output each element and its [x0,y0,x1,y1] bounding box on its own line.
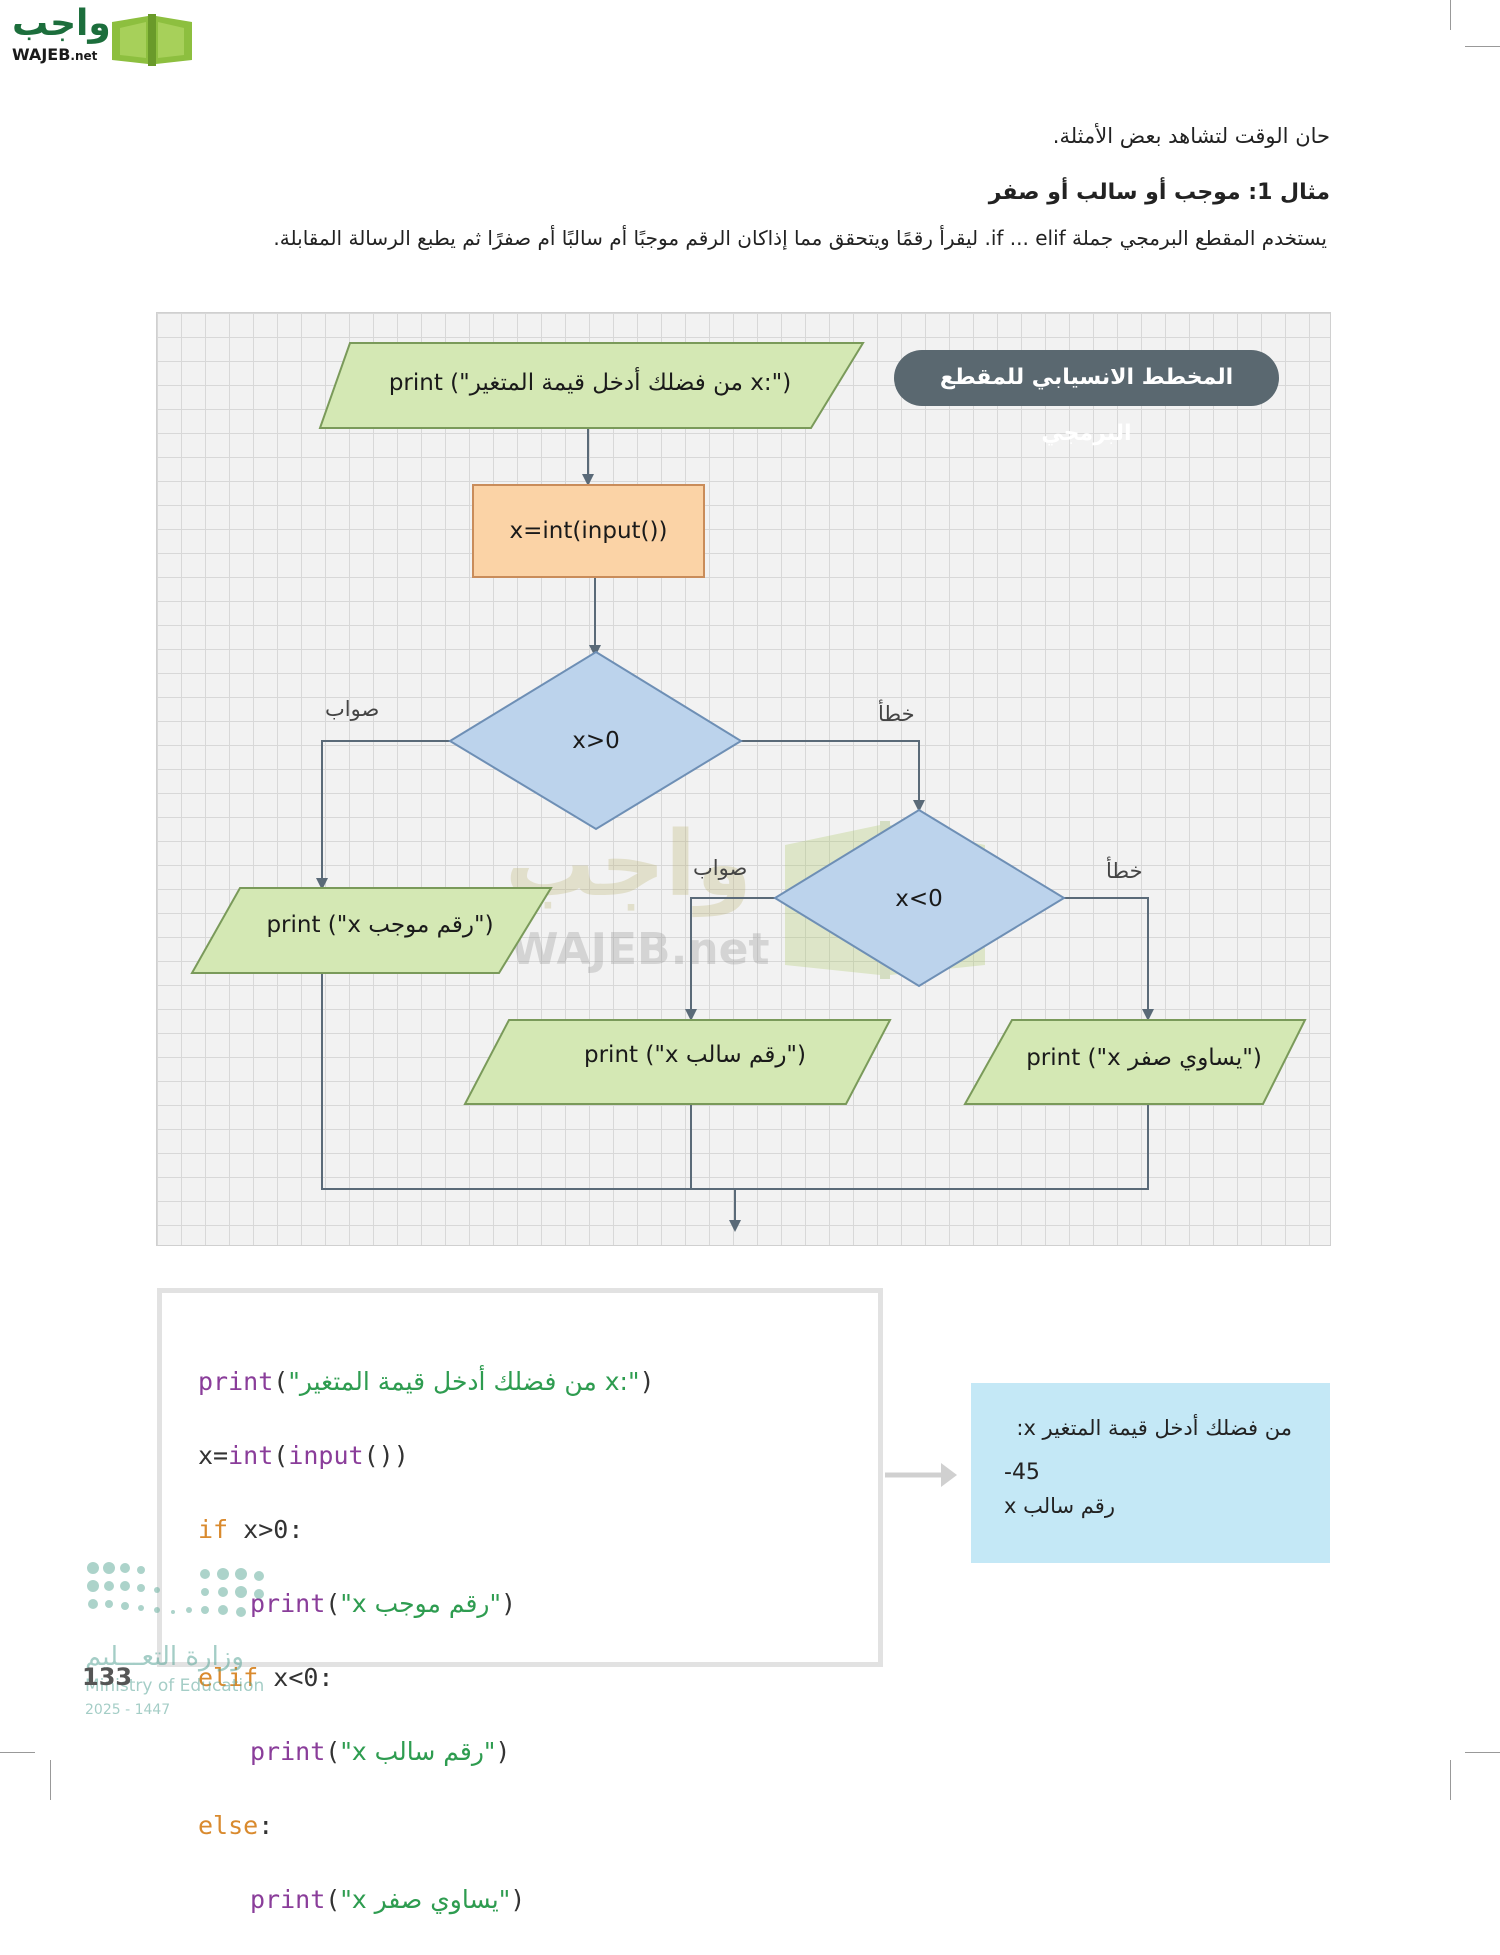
code-token: ( [325,1589,341,1618]
cond2-diamond [773,808,1066,988]
code-token: "x يساوي صفر" [340,1885,511,1914]
code-line-2: x=int(input()) [198,1437,655,1474]
ministry-arabic: وزارة التعـــليم [85,1642,244,1672]
wajeb-logo[interactable]: واجب WAJEB.net [8,4,193,70]
logo-latin-main: WAJEB [12,45,71,64]
code-token: ( [325,1885,341,1914]
code-token: print [250,1885,326,1914]
ministry-dots-icon [87,1562,264,1617]
example-title: مثال 1: موجب أو سالب أو صفر [988,180,1330,205]
output-line-1: من فضلك أدخل قيمة المتغير x: [1016,1416,1292,1440]
code-token: ( [325,1737,341,1766]
crop-mark [50,1760,51,1800]
arrow-cond2-true [685,897,775,1021]
prompt-text: print ("من فضلك أدخل قيمة المتغير x:") [388,370,792,396]
input-process-box [472,484,705,578]
logo-arabic: واجب [12,3,111,44]
code-token: "x رقم موجب" [340,1589,501,1618]
ministry-logo: وزارة التعـــليم Ministry of Education 2… [85,1560,275,1720]
arrow-cond2-false [1064,897,1154,1021]
code-token: ) [501,1589,517,1618]
book-icon [112,14,192,66]
logo-latin-suffix: .net [70,49,98,63]
cond2-text: x<0 [895,886,943,912]
zero-parallelogram [963,1019,1307,1105]
code-token: ( [273,1441,289,1470]
arrow-cond1-false [741,740,925,812]
false-label-1: خطأ [878,702,915,726]
ministry-english: Ministry of Education [85,1676,265,1696]
code-token: : [258,1811,274,1840]
cond1-diamond [448,650,743,831]
code-token: print [250,1737,326,1766]
output-line-2: -45 [1004,1460,1040,1485]
code-token: ( [273,1367,289,1396]
code-token: ) [510,1885,526,1914]
code-token: input [288,1441,364,1470]
code-line-1: print("من فضلك أدخل قيمة المتغير x:") [198,1363,655,1400]
positive-parallelogram [190,887,553,974]
code-token: "x رقم سالب" [340,1737,496,1766]
crop-mark [1450,1760,1451,1800]
connectors [316,428,1154,1232]
flowchart-badge: المخطط الانسيابي للمقطع البرمجي [894,350,1279,446]
code-token: int [228,1441,274,1470]
code-token: x= [198,1441,229,1470]
code-line-6: print("x رقم سالب") [198,1733,655,1770]
crop-mark [1465,1752,1500,1753]
code-line-3: if x>0: [198,1511,655,1548]
code-line-4: print("x رقم موجب") [198,1585,655,1622]
code-line-8: print("x يساوي صفر") [198,1881,655,1918]
code-box [157,1288,883,1667]
code-token: "من فضلك أدخل قيمة المتغير x:" [288,1367,640,1396]
true-label-1: صواب [325,697,380,721]
watermark-latin: WAJEB.net [510,924,770,975]
example-description: يستخدم المقطع البرمجي جملة if ... elif. … [273,226,1327,250]
output-line-3: x رقم سالب [1004,1494,1115,1518]
arrow-cond1-true [316,740,450,890]
crop-mark [1450,0,1451,30]
cond1-text: x>0 [572,728,620,754]
crop-mark [1465,46,1500,47]
code-token: elif [198,1663,259,1692]
code-token: x<0: [258,1663,334,1692]
output-arrow-icon [885,1463,957,1487]
input-text: x=int(input()) [509,518,668,544]
code-token: ) [495,1737,511,1766]
code-token: ) [639,1367,655,1396]
positive-text: print ("x رقم موجب") [266,912,494,938]
code-line-7: else: [198,1807,655,1844]
code-token: if [198,1515,229,1544]
prompt-parallelogram [318,342,865,429]
page-number: 133 [82,1663,133,1691]
code-token: x>0: [228,1515,304,1544]
code-line-5: elif x<0: [198,1659,655,1696]
code-token: else [198,1811,259,1840]
negative-text: print ("x رقم سالب") [584,1042,806,1068]
code-token: ()) [363,1441,409,1470]
output-panel [971,1383,1330,1563]
crop-mark [0,1752,35,1753]
ministry-year: 2025 - 1447 [85,1702,171,1718]
zero-text: print ("x يساوي صفر") [1026,1045,1262,1071]
true-label-2: صواب [693,856,748,880]
false-label-2: خطأ [1106,859,1143,883]
negative-parallelogram [463,1019,892,1105]
intro-text: حان الوقت لتشاهد بعض الأمثلة. [1052,124,1330,148]
code-token: print [198,1367,274,1396]
flowchart-diagram [190,342,1307,1232]
logo-latin: WAJEB.net [12,46,97,65]
